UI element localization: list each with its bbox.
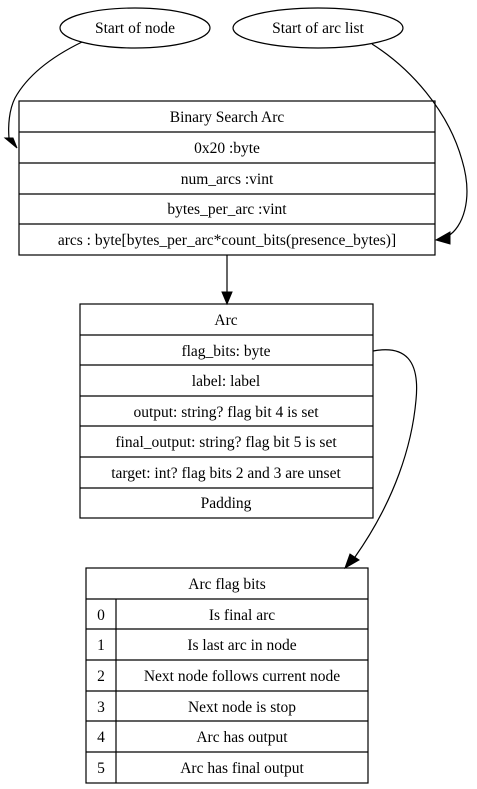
- flag-bit-number: 5: [97, 760, 105, 777]
- flag-bit-description: Arc has output: [196, 729, 288, 746]
- flag-bit-description: Is last arc in node: [187, 637, 296, 654]
- edge-flag-bits-to-table: [354, 349, 418, 558]
- start-of-arc-list-label: Start of arc list: [272, 20, 364, 37]
- flag-bit-description: Arc has final output: [180, 760, 304, 777]
- binary-search-arc-record: Binary Search Arc 0x20 :byte num_arcs :v…: [18, 100, 436, 256]
- edge-arrowhead: [434, 231, 451, 245]
- flag-bit-number: 1: [97, 637, 105, 654]
- start-of-node-node: Start of node: [59, 7, 211, 49]
- arc-flag-bits-table: Arc flag bits 0 Is final arc 1 Is last a…: [85, 567, 369, 784]
- arc-field: final_output: string? flag bit 5 is set: [115, 434, 337, 451]
- edge-arrowhead: [221, 291, 233, 306]
- arc-field: Padding: [201, 495, 252, 512]
- start-of-node-label: Start of node: [95, 20, 175, 37]
- binary-search-arc-title: Binary Search Arc: [170, 109, 285, 126]
- start-of-arc-list-node: Start of arc list: [232, 7, 404, 49]
- binary-search-arc-field-arcs: arcs : byte[bytes_per_arc*count_bits(pre…: [58, 232, 396, 249]
- arc-field: label: label: [192, 373, 260, 390]
- flag-bit-number: 0: [97, 607, 105, 624]
- flag-bit-number: 2: [97, 668, 105, 685]
- flag-bit-description: Next node follows current node: [144, 668, 340, 685]
- edge-arrowhead: [3, 137, 18, 149]
- edge-start-node-to-binary-search-arc: [8, 41, 83, 139]
- arc-field: target: int? flag bits 2 and 3 are unset: [111, 465, 341, 482]
- binary-search-arc-field: num_arcs :vint: [181, 171, 274, 188]
- edge-arrowhead: [344, 553, 360, 570]
- binary-search-arc-field: bytes_per_arc :vint: [167, 201, 287, 218]
- arc-field: output: string? flag bit 4 is set: [133, 404, 319, 421]
- edge-start-arc-list-to-arcs: [371, 43, 468, 237]
- arc-field-flag-bits: flag_bits: byte: [181, 343, 270, 360]
- flag-bit-number: 3: [97, 699, 105, 716]
- arc-flag-bits-title: Arc flag bits: [188, 576, 265, 593]
- arc-record: Arc flag_bits: byte label: label output:…: [79, 303, 374, 519]
- flag-bit-description: Next node is stop: [188, 699, 296, 716]
- binary-search-arc-field: 0x20 :byte: [194, 140, 260, 157]
- arc-title: Arc: [214, 312, 237, 329]
- flag-bit-number: 4: [97, 729, 105, 746]
- flag-bit-description: Is final arc: [209, 607, 275, 624]
